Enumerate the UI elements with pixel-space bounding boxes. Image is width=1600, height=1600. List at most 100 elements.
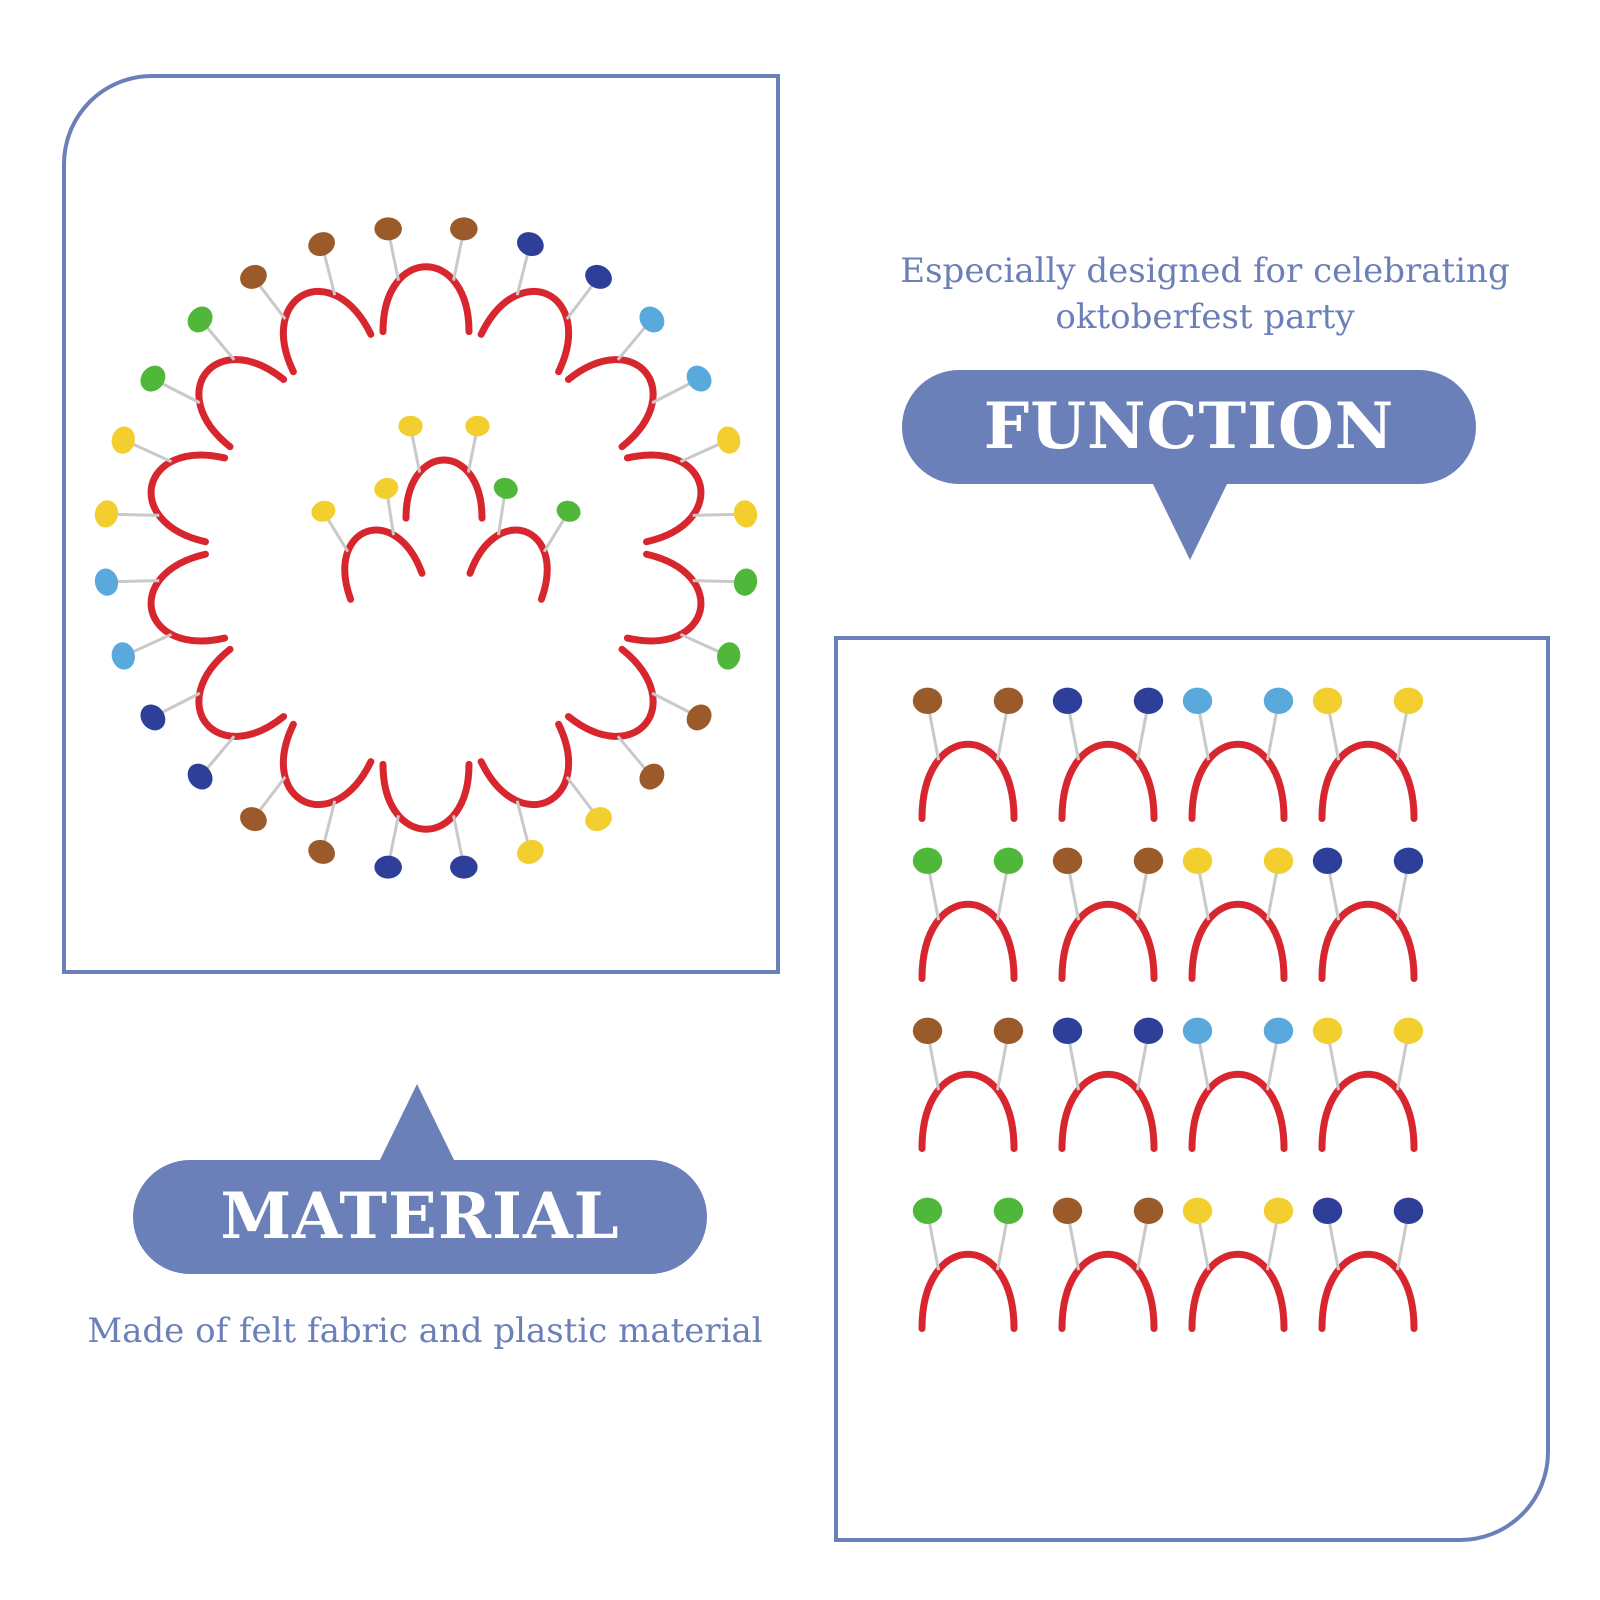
felt-ornament <box>733 500 758 528</box>
material-description: Made of felt fabric and plastic material <box>87 1311 763 1351</box>
felt-ornament <box>993 1017 1024 1044</box>
headband <box>912 847 1024 982</box>
function-label-badge: FUNCTION <box>902 370 1476 484</box>
material-pointer-arrow <box>379 1084 455 1162</box>
felt-ornament <box>912 1197 943 1224</box>
headband <box>1182 1017 1294 1152</box>
felt-ornament <box>450 217 478 241</box>
headband <box>477 232 612 376</box>
felt-ornament <box>1182 847 1213 874</box>
felt-ornament <box>140 365 166 392</box>
felt-ornament <box>1133 1197 1164 1224</box>
felt-ornament <box>993 687 1024 714</box>
headband <box>623 426 758 546</box>
felt-ornament <box>1052 1017 1083 1044</box>
felt-ornament <box>374 217 402 241</box>
felt-ornament <box>1312 687 1343 714</box>
felt-ornament <box>1133 1017 1164 1044</box>
felt-ornament <box>912 687 943 714</box>
headband <box>477 720 612 864</box>
grid-arrangement-photo-frame <box>834 636 1550 1542</box>
felt-ornament <box>187 306 213 333</box>
function-description-line-2: oktoberfest party <box>1055 297 1355 337</box>
headband <box>912 1197 1024 1332</box>
felt-ornament <box>374 477 399 499</box>
felt-ornament <box>374 855 402 879</box>
felt-ornament <box>639 306 665 333</box>
felt-ornament <box>1393 1017 1424 1044</box>
headband <box>240 720 375 864</box>
function-description-line-1: Especially designed for celebrating <box>900 251 1510 291</box>
headband <box>1182 847 1294 982</box>
headband <box>1312 1197 1424 1332</box>
headband <box>912 687 1024 822</box>
headband <box>1182 1197 1294 1332</box>
felt-ornament <box>1182 687 1213 714</box>
felt-ornament <box>140 704 166 731</box>
headband <box>1312 1017 1424 1152</box>
headband <box>1312 687 1424 822</box>
felt-ornament <box>311 500 336 522</box>
function-description: Especially designed for celebrating okto… <box>860 248 1550 340</box>
felt-ornament <box>912 847 943 874</box>
felt-ornament <box>733 568 758 596</box>
headband <box>466 477 581 603</box>
felt-ornament <box>240 807 267 832</box>
felt-ornament <box>517 232 544 257</box>
felt-ornament <box>1052 847 1083 874</box>
felt-ornament <box>686 704 712 731</box>
felt-ornament <box>308 232 335 257</box>
headband <box>398 415 490 522</box>
headband <box>1052 1017 1164 1152</box>
felt-ornament <box>1393 847 1424 874</box>
felt-ornament <box>717 642 741 670</box>
felt-ornament <box>493 477 518 499</box>
felt-ornament <box>240 264 267 289</box>
headband <box>94 426 229 546</box>
headband <box>623 550 758 670</box>
headband <box>374 217 478 336</box>
felt-ornament <box>450 855 478 879</box>
headband <box>140 645 288 790</box>
felt-ornament <box>1393 1197 1424 1224</box>
felt-ornament <box>1263 1197 1294 1224</box>
felt-ornament <box>398 415 423 437</box>
headband <box>374 760 478 879</box>
felt-ornament <box>187 763 213 790</box>
felt-ornament <box>1133 687 1164 714</box>
headband <box>140 306 288 451</box>
felt-ornament <box>1312 1017 1343 1044</box>
felt-ornament <box>111 426 135 454</box>
felt-ornament <box>993 1197 1024 1224</box>
headband <box>1052 687 1164 822</box>
felt-ornament <box>1133 847 1164 874</box>
felt-ornament <box>1312 1197 1343 1224</box>
felt-ornament <box>465 415 490 437</box>
headband <box>311 477 426 603</box>
felt-ornament <box>1182 1197 1213 1224</box>
felt-ornament <box>1263 1017 1294 1044</box>
headband <box>1312 847 1424 982</box>
headband <box>564 645 712 790</box>
felt-ornament <box>1052 1197 1083 1224</box>
headband <box>1182 687 1294 822</box>
headband <box>1052 847 1164 982</box>
felt-ornament <box>1393 687 1424 714</box>
felt-ornament <box>717 426 741 454</box>
felt-ornament <box>993 847 1024 874</box>
headband <box>564 306 712 451</box>
circle-arrangement-photo-frame <box>62 74 780 974</box>
felt-ornament <box>94 500 119 528</box>
felt-ornament <box>308 839 335 864</box>
felt-ornament <box>639 763 665 790</box>
felt-ornament <box>1312 847 1343 874</box>
felt-ornament <box>585 807 612 832</box>
headband <box>912 1017 1024 1152</box>
material-label-badge: MATERIAL <box>133 1160 707 1274</box>
headband <box>94 550 229 670</box>
felt-ornament <box>1263 847 1294 874</box>
felt-ornament <box>912 1017 943 1044</box>
grid-arrangement-photo <box>912 687 1424 1332</box>
felt-ornament <box>111 642 135 670</box>
felt-ornament <box>686 365 712 392</box>
